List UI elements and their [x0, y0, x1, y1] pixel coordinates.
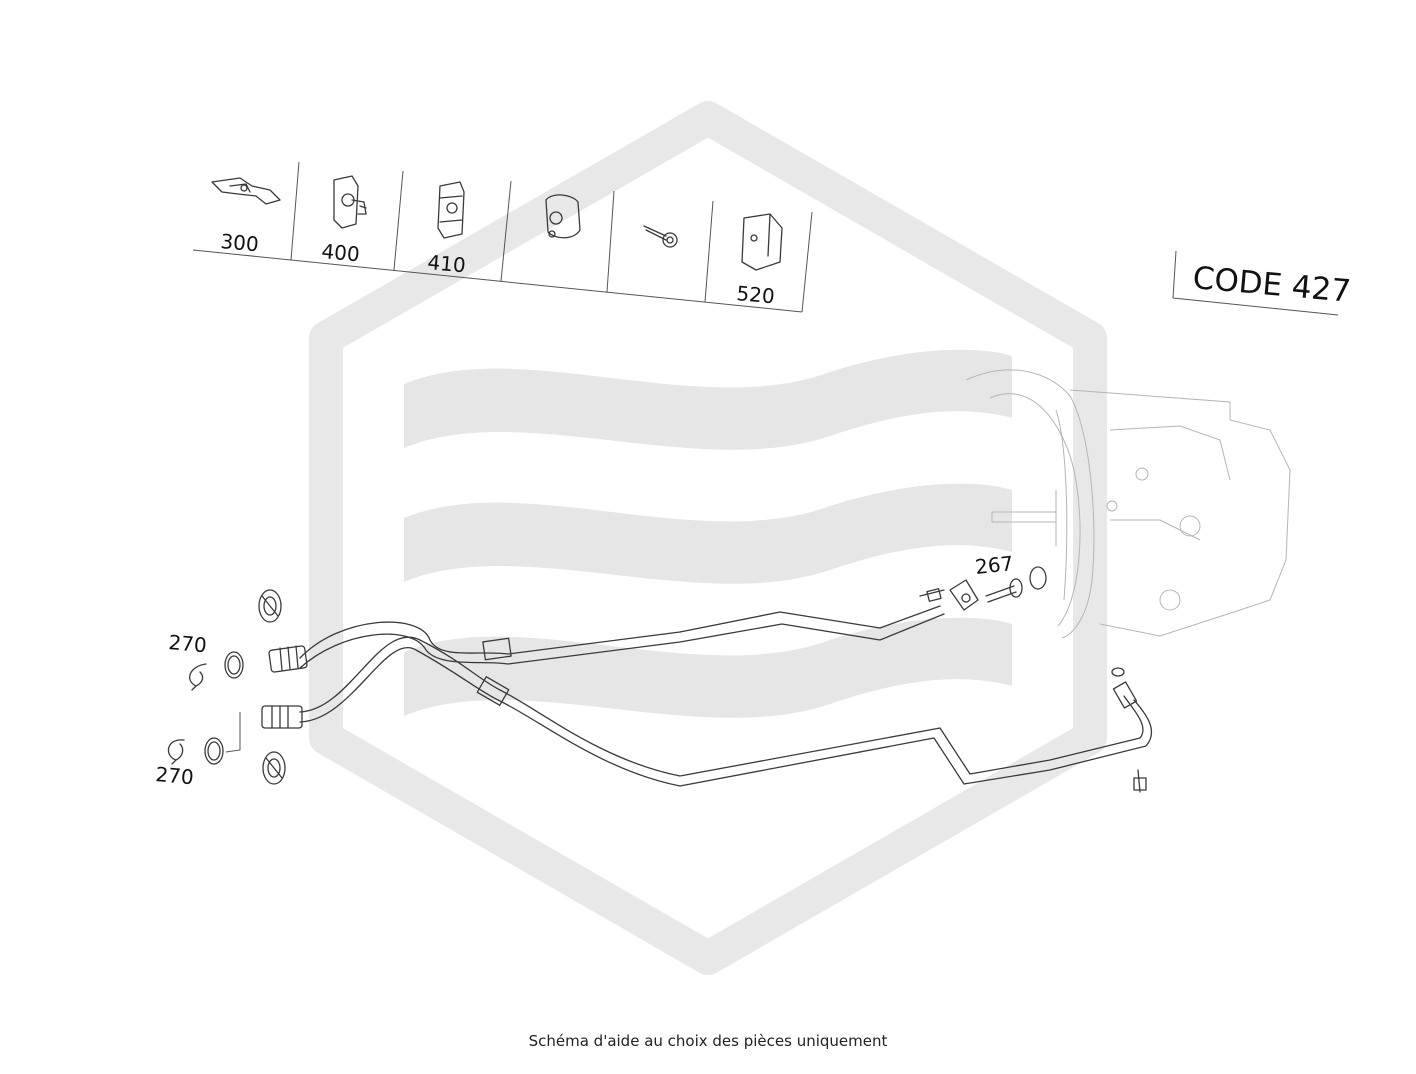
retaining-clip-lower [167, 739, 185, 765]
legend-number-410: 410 [427, 250, 467, 277]
o-ring-upper [224, 651, 244, 679]
o-ring-lower [204, 737, 224, 765]
bracket-with-stud-icon [333, 175, 367, 229]
cooler-line-upper [299, 605, 945, 669]
callout-270-lower: 270 [155, 762, 195, 789]
transmission-housing [965, 369, 1291, 639]
legend-number-300: 300 [220, 229, 260, 256]
bolt-icon [643, 225, 678, 248]
retaining-clip-upper [189, 663, 207, 691]
rubber-clamp-icon [545, 194, 581, 239]
clip-bracket-icon [211, 177, 281, 205]
grommet-upper [258, 589, 282, 623]
cooler-line-lower [299, 636, 1153, 787]
mounting-bracket-icon [741, 213, 783, 271]
hose-fitting-upper [268, 645, 308, 673]
grommet-lower [262, 751, 286, 785]
watermark-logo [309, 101, 1107, 975]
legend-number-400: 400 [321, 239, 361, 266]
cooler-line-connector-right [1111, 667, 1147, 793]
code-label-box: CODE 427 [1172, 250, 1352, 316]
parts-legend-table: 300 400 410 520 [192, 161, 813, 313]
callout-270-upper: 270 [168, 630, 208, 657]
bracket-plate-icon [437, 181, 465, 239]
hose-fitting-lower [225, 705, 303, 753]
banjo-fitting-267 [919, 566, 1047, 611]
footer-disclaimer: Schéma d'aide au choix des pièces unique… [528, 1032, 888, 1050]
callout-267: 267 [974, 551, 1014, 579]
legend-number-520: 520 [736, 281, 776, 308]
